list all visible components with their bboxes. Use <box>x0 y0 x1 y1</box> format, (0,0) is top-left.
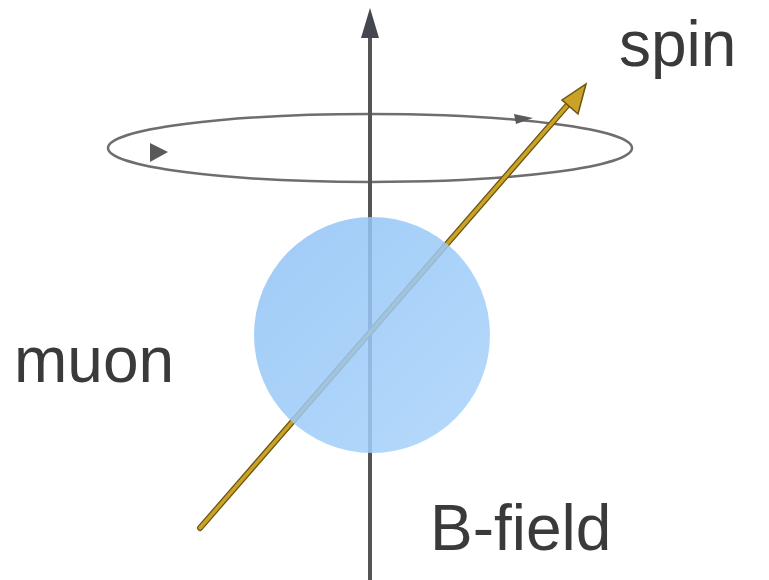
field-arrowhead <box>361 8 379 38</box>
spin-label: spin <box>619 12 736 76</box>
muon-sphere <box>254 217 490 453</box>
muon-label: muon <box>14 328 174 392</box>
orbit-arrowhead <box>514 114 533 124</box>
spin-arrow-outline <box>200 100 572 528</box>
spin-arrow <box>200 100 572 528</box>
spin-arrowhead <box>562 84 586 114</box>
field-label: B-field <box>430 496 611 560</box>
orbit-arrowhead <box>150 143 168 162</box>
